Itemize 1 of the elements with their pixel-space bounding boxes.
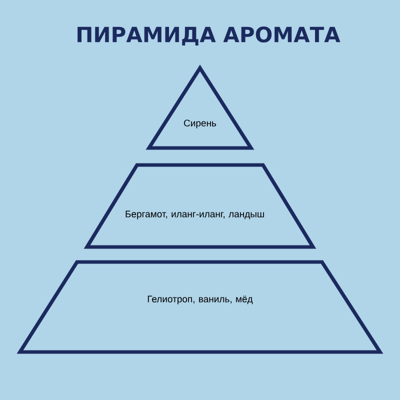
title: ПИРАМИДА АРОМАТА: [78, 26, 340, 46]
